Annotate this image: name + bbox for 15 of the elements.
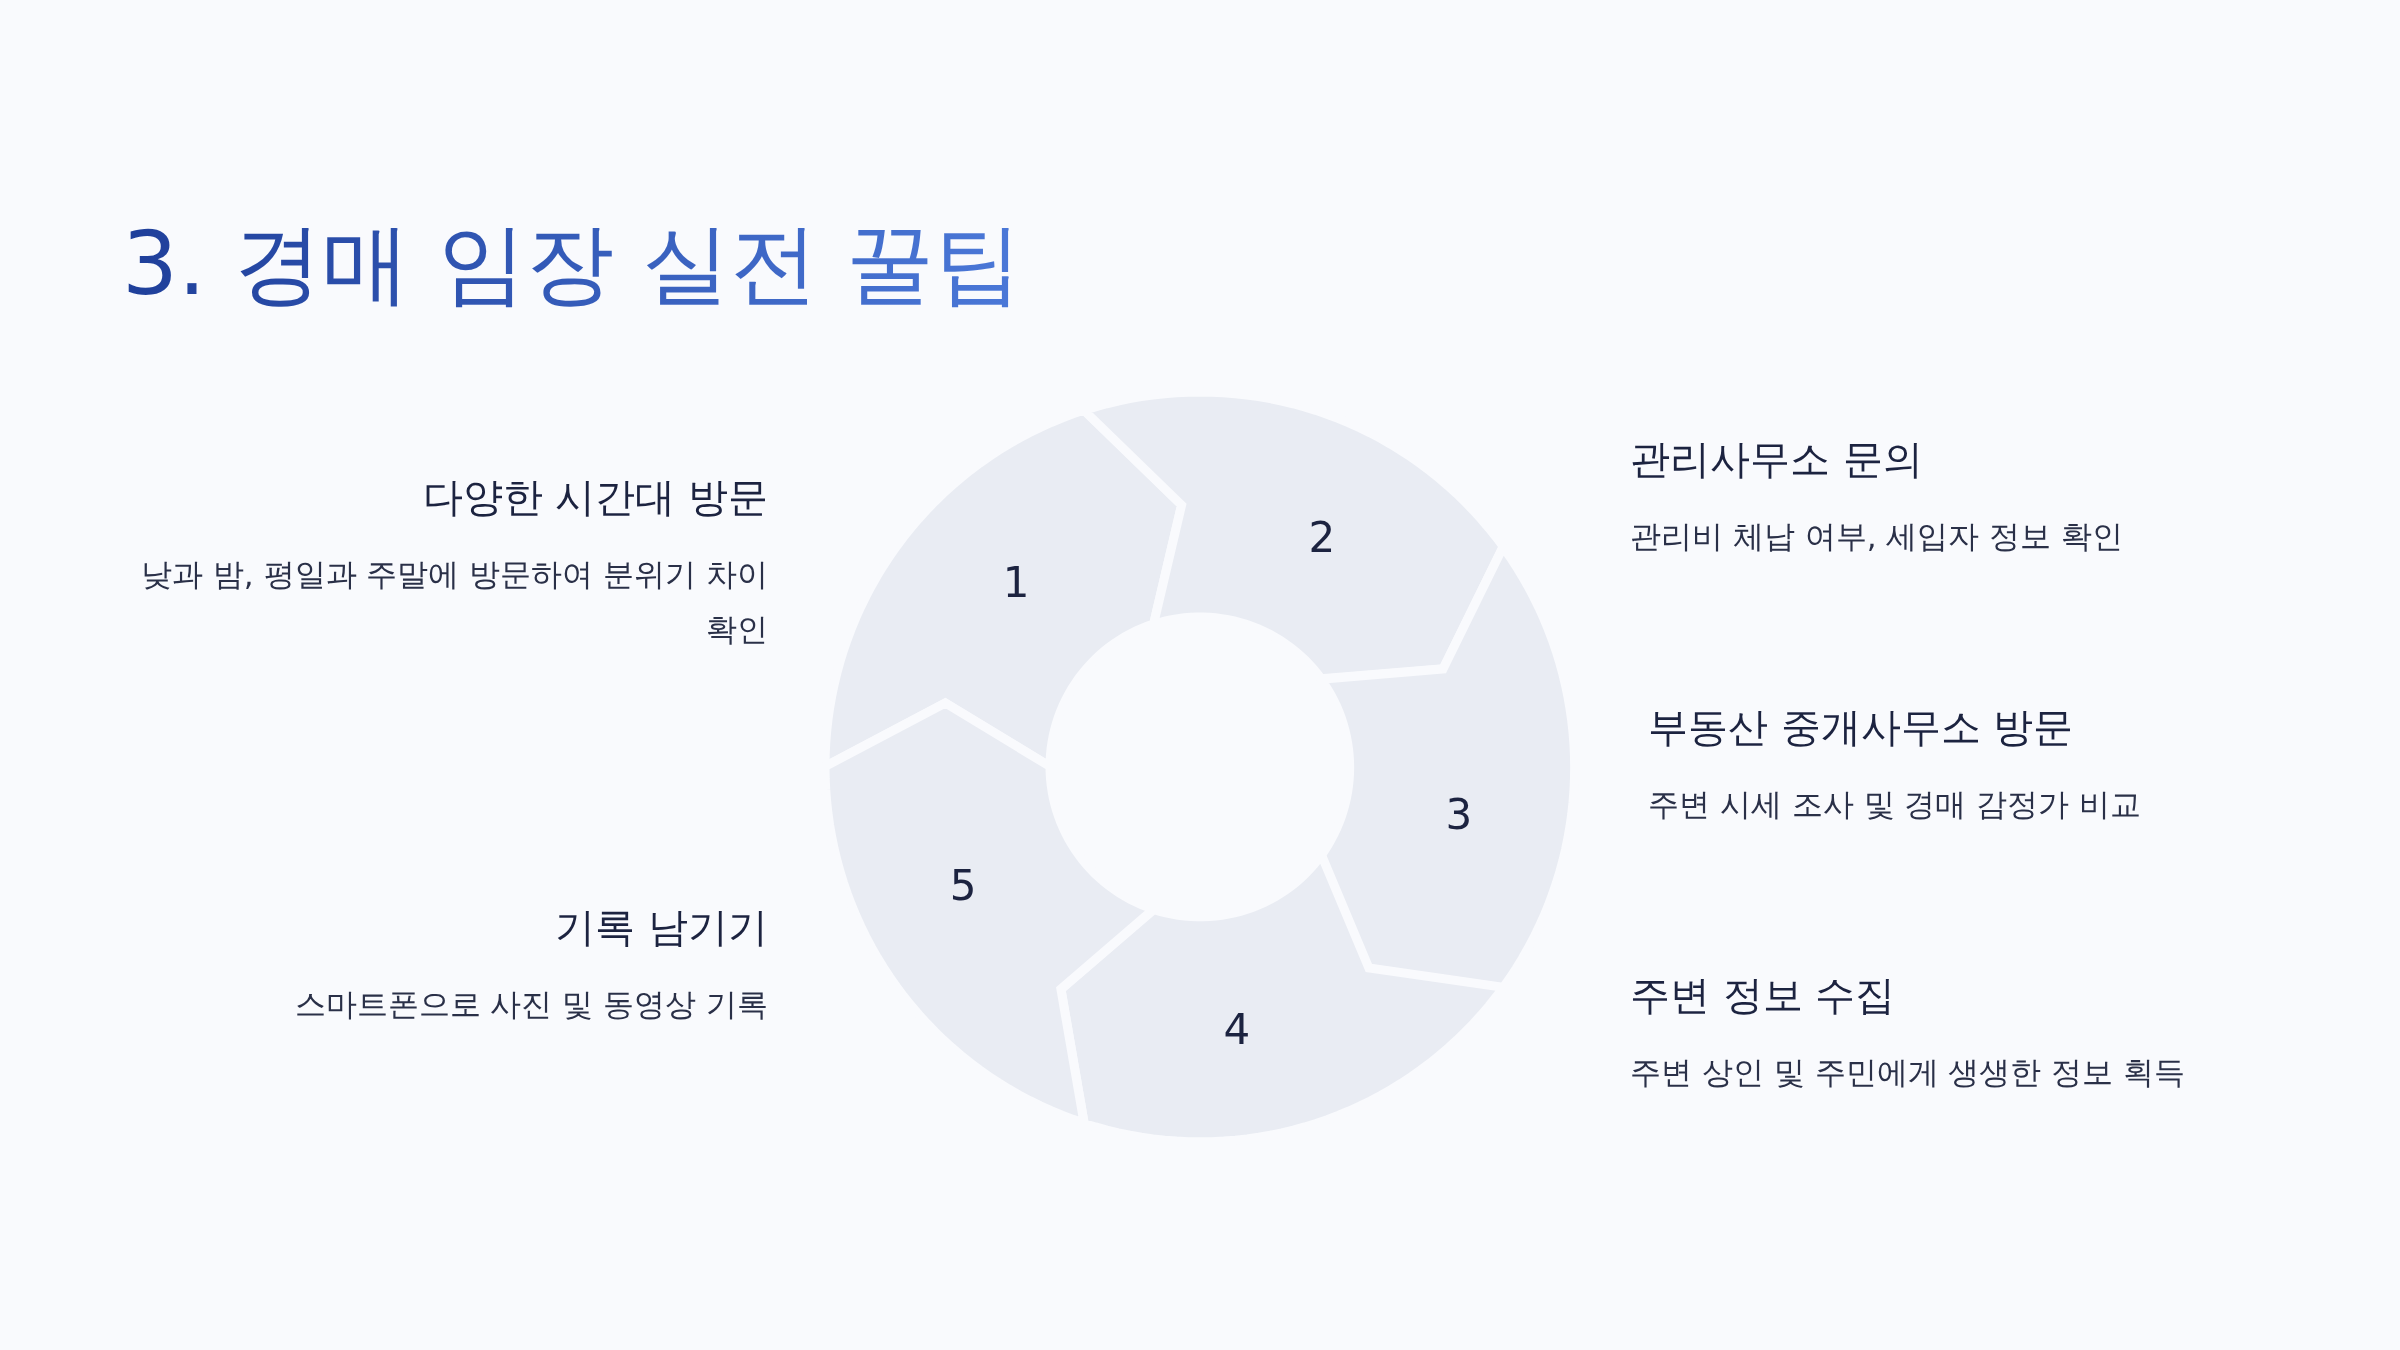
step-description: 관리비 체납 여부, 세입자 정보 확인 xyxy=(1630,517,2125,556)
step-heading: 주변 정보 수집 xyxy=(1630,971,1897,1020)
step-description: 주변 시세 조사 및 경매 감정가 비교 xyxy=(1648,785,2143,824)
step-number: 1 xyxy=(1002,557,1030,607)
step-number: 3 xyxy=(1445,789,1473,839)
step-description: 스마트폰으로 사진 및 동영상 기록 xyxy=(293,985,768,1024)
step-description: 낮과 밤, 평일과 주말에 방문하여 분위기 차이 확인 xyxy=(140,555,768,649)
step-number: 4 xyxy=(1223,1004,1251,1054)
step-heading: 기록 남기기 xyxy=(554,903,768,952)
step-heading: 관리사무소 문의 xyxy=(1630,435,1924,484)
step-heading: 부동산 중개사무소 방문 xyxy=(1648,703,2075,752)
step-heading: 다양한 시간대 방문 xyxy=(421,473,768,522)
step-description: 주변 상인 및 주민에게 생생한 정보 획득 xyxy=(1630,1053,2187,1092)
step-number: 5 xyxy=(949,860,977,910)
step-number: 2 xyxy=(1308,512,1336,562)
